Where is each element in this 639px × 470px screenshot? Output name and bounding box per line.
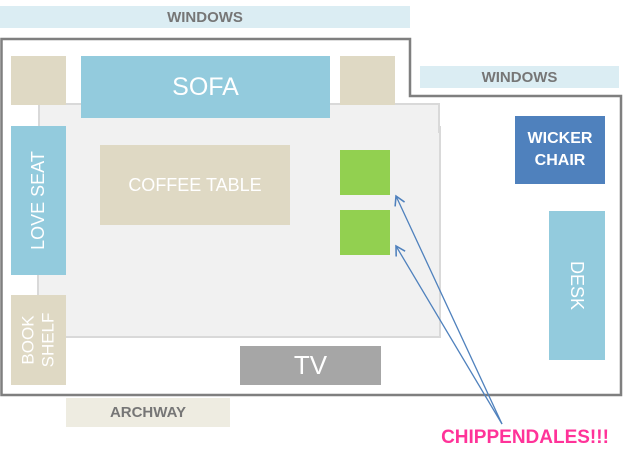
arrow-to-chair-1 [394, 194, 503, 425]
chippendales-callout: CHIPPENDALES!!! [441, 427, 609, 448]
bookshelf: BOOK SHELF [11, 295, 66, 385]
chippendale-chair-2 [340, 210, 390, 255]
wicker-chair-line1: WICKER [527, 130, 593, 147]
tv: TV [240, 346, 381, 385]
windows-top: WINDOWS [0, 6, 410, 28]
wicker-chair-line2: CHAIR [534, 152, 586, 169]
archway: ARCHWAY [66, 398, 230, 427]
desk: DESK [549, 211, 605, 360]
arrow-to-chair-2 [395, 244, 503, 425]
windows-right: WINDOWS [420, 66, 619, 88]
love-seat: LOVE SEAT [11, 126, 66, 275]
end-table-right [340, 56, 395, 105]
sofa: SOFA [81, 56, 330, 118]
coffee-table: COFFEE TABLE [100, 145, 290, 225]
wicker-chair: WICKER CHAIR [515, 116, 605, 184]
chippendale-chair-1 [340, 150, 390, 195]
end-table-left [11, 56, 66, 105]
